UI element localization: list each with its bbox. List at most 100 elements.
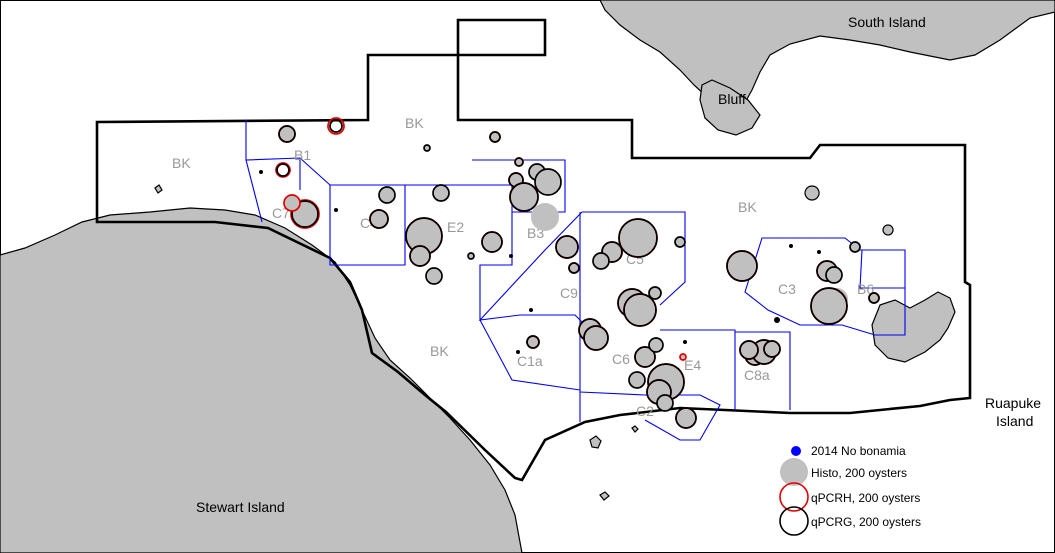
site-histo-marker — [624, 294, 656, 326]
site-histo-marker — [379, 187, 395, 203]
site-qpcrg-marker — [849, 241, 861, 253]
site-qpcrg-marker — [763, 340, 781, 358]
legend-label-histo: Histo, 200 oysters — [811, 466, 907, 480]
label-stewart-island: Stewart Island — [196, 499, 285, 515]
site-qpcrg-marker — [425, 267, 443, 285]
site-qpcrg-marker — [675, 407, 697, 429]
site-histo-marker — [676, 408, 696, 428]
stratum-label-c3: C3 — [778, 281, 796, 297]
site-qpcrg-marker — [467, 252, 475, 260]
site-qpcrh-marker — [275, 162, 291, 178]
site-qpcrg-marker — [409, 245, 431, 267]
site-qpcrg-marker — [509, 182, 539, 212]
site-histo-marker — [515, 158, 523, 166]
site-qpcrg-marker — [583, 325, 609, 351]
site-histo-marker — [531, 203, 559, 231]
site-qpcrg-marker — [423, 144, 431, 152]
stratum-label-e4: E4 — [684, 357, 701, 373]
bluff-landmass — [699, 79, 761, 136]
site-histo-marker — [649, 287, 661, 299]
site-qpcrg-marker — [648, 286, 662, 300]
legend-label-qpcrh: qPCRH, 200 oysters — [811, 491, 920, 505]
site-histo-marker — [482, 232, 502, 252]
site-dot — [334, 208, 338, 212]
site-qpcrg-marker — [534, 168, 562, 196]
site-histo-marker — [370, 210, 388, 228]
legend-grey-circle-icon — [780, 458, 808, 486]
site-histo-marker — [593, 253, 609, 269]
legend-black-circle-icon — [779, 506, 809, 536]
site-histo-marker — [680, 354, 686, 360]
survey-boundary — [95, 18, 972, 482]
site-qpcrg-marker — [555, 235, 579, 259]
site-qpcrg-marker — [378, 186, 396, 204]
site-histo-marker — [427, 269, 441, 283]
site-dot — [817, 250, 821, 254]
site-qpcrg-marker — [278, 125, 296, 143]
site-histo-marker — [527, 336, 539, 348]
site-histo-marker — [826, 267, 842, 283]
site-qpcrg-marker — [432, 184, 450, 202]
ruapuke-island-landmass — [871, 291, 956, 363]
site-qpcrg-marker — [369, 209, 389, 229]
site-dot — [774, 317, 780, 323]
islet — [589, 435, 602, 449]
site-dot — [509, 254, 513, 258]
site-histo-marker — [410, 246, 430, 266]
stratum-label-b1: B1 — [294, 147, 311, 163]
islet — [882, 224, 894, 236]
site-histo-marker — [649, 338, 663, 352]
site-qpcrg-marker — [276, 163, 290, 177]
stratum-label-bk: BK — [405, 115, 424, 131]
site-qpcrg-marker — [514, 157, 524, 167]
label-ruapuke-line2: Island — [996, 413, 1033, 429]
sample-sites — [259, 117, 880, 429]
site-qpcrg-marker — [592, 252, 610, 270]
site-histo-marker — [850, 242, 860, 252]
site-histo-marker — [556, 236, 578, 258]
site-dot — [259, 170, 263, 174]
legend-label-no-bonamia: 2014 No bonamia — [811, 444, 906, 458]
site-dot — [789, 244, 793, 248]
site-histo-marker — [569, 263, 579, 273]
stratum-label-c9: C9 — [560, 285, 578, 301]
strata-lines — [245, 120, 906, 441]
site-histo-marker — [740, 341, 758, 359]
site-histo-marker — [284, 195, 300, 211]
site-histo-marker — [490, 132, 500, 142]
site-qpcrg-marker — [825, 266, 843, 284]
site-dot — [516, 350, 520, 354]
site-qpcrg-marker — [526, 335, 540, 349]
site-qpcrg-marker — [628, 371, 646, 389]
site-qpcrg-marker — [648, 337, 664, 353]
site-histo-marker — [279, 126, 295, 142]
stratum-label-c8a: C8a — [744, 367, 770, 383]
label-ruapuke-line1: Ruapuke — [985, 395, 1041, 411]
stratum-label-bk: BK — [172, 155, 191, 171]
site-qpcrg-marker — [634, 346, 656, 368]
legend-blue-dot-icon — [791, 446, 801, 456]
site-qpcrg-marker — [489, 131, 501, 143]
site-histo-marker — [629, 372, 645, 388]
site-qpcrh-marker — [327, 117, 345, 135]
islet — [631, 425, 639, 433]
site-qpcrg-marker — [329, 119, 343, 133]
site-qpcrg-marker — [568, 262, 580, 274]
site-histo-marker — [468, 253, 474, 259]
site-qpcrg-marker — [810, 287, 848, 325]
site-histo-marker — [535, 169, 561, 195]
stratum-label-e2: E2 — [447, 219, 464, 235]
site-qpcrh-marker — [283, 194, 301, 212]
site-histo-marker — [764, 341, 780, 357]
stratum-label-bk: BK — [430, 343, 449, 359]
site-qpcrg-marker — [623, 293, 657, 327]
site-histo-marker — [584, 326, 608, 350]
site-qpcrg-marker — [481, 231, 503, 253]
site-histo-marker — [635, 347, 655, 367]
site-histo-marker — [869, 293, 879, 303]
site-qpcrg-marker — [601, 241, 623, 263]
stratum-label-b6: B6 — [857, 281, 874, 297]
site-qpcrh-marker — [290, 199, 320, 229]
site-qpcrg-marker — [739, 340, 759, 360]
